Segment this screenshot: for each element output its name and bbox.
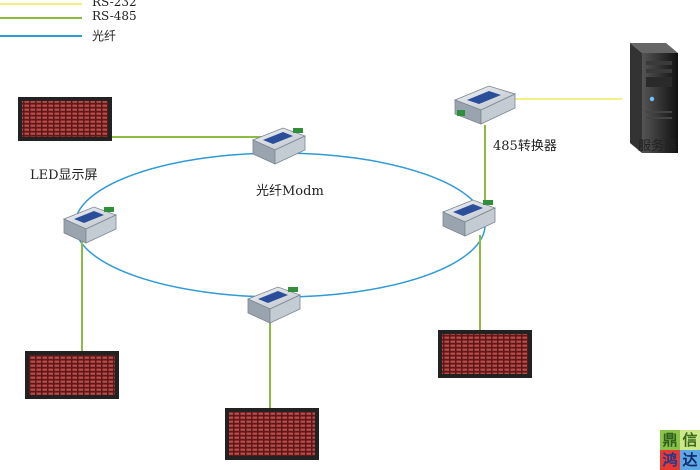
rs485-converter <box>453 85 517 125</box>
fiber-modem-left <box>62 206 118 244</box>
logo-char-3: 鸿 <box>660 450 680 470</box>
logo-char-2: 信 <box>680 430 700 450</box>
legend-label-rs485: RS-485 <box>92 9 137 23</box>
fiber-modem-right <box>441 199 497 237</box>
converter-label: 485转换器 <box>493 139 557 154</box>
rs485-links <box>81 125 486 410</box>
fiber-ring <box>74 152 486 298</box>
logo-char-4: 达 <box>680 450 700 470</box>
legend-label-fiber: 光纤 <box>92 29 117 43</box>
legend <box>0 3 82 37</box>
company-logo: 鼎 信 鸿 达 <box>660 430 700 470</box>
fiber-modem-bottom <box>246 286 302 324</box>
logo-char-1: 鼎 <box>660 430 680 450</box>
led-display-label: LED显示屏 <box>30 168 98 183</box>
led-display-top-left <box>18 97 112 141</box>
server-icon <box>630 43 678 153</box>
led-display-right <box>438 330 532 378</box>
legend-label-rs232: RS-232 <box>92 0 137 9</box>
led-display-bottom <box>225 408 319 460</box>
fiber-modem-top <box>251 127 307 165</box>
fiber-modem-label: 光纤Modm <box>256 184 324 199</box>
led-display-left <box>25 351 119 399</box>
server-label: 服务器 <box>638 139 678 154</box>
